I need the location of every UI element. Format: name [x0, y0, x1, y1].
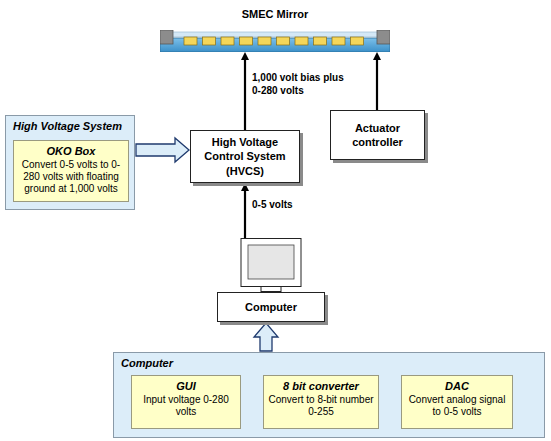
edge-label: 1,000 volt bias plus 0-280 volts — [252, 72, 352, 97]
module-box: GUIInput voltage 0-280 volts — [131, 375, 241, 429]
monitor-bezel — [241, 239, 301, 287]
module-box: 8 bit converterConvert to 8-bit number 0… — [263, 375, 379, 429]
computer-icon: Computer — [217, 238, 325, 322]
module-title: GUI — [176, 380, 196, 393]
module-description: Convert to 8-bit number 0-255 — [268, 394, 374, 418]
monitor-drawing — [217, 238, 325, 294]
module-description: Input voltage 0-280 volts — [136, 394, 236, 418]
monitor-stand — [261, 287, 281, 292]
block-arrow — [136, 138, 189, 162]
block-arrow-shape — [254, 323, 278, 351]
mirror-illustration: SMEC Mirror — [160, 30, 390, 52]
signal-arrow — [373, 52, 381, 110]
edge-label: 0-5 volts — [252, 199, 332, 212]
process-box: High Voltage Control System (HVCS) — [190, 130, 300, 183]
module-title: OKO Box — [47, 145, 96, 158]
box-label: Actuator controller — [335, 121, 420, 150]
signal-arrow — [241, 52, 249, 130]
module-box: DACConvert analog signal to 0-5 volts — [401, 375, 513, 429]
actuator-pad — [203, 37, 216, 45]
module-title: 8 bit converter — [283, 380, 359, 393]
heading-text: High Voltage System — [13, 120, 122, 132]
actuator-pad — [240, 37, 253, 45]
mirror-support — [160, 30, 173, 44]
arrow-head — [241, 52, 249, 60]
heading-text: Computer — [121, 357, 173, 369]
module-description: Convert 0-5 volts to 0-280 volts with fl… — [18, 159, 124, 195]
module-description: Convert analog signal to 0-5 volts — [406, 394, 508, 418]
mirror-membrane — [172, 32, 378, 37]
mirror-support — [377, 30, 390, 44]
block-arrow — [254, 323, 278, 351]
actuator-pad — [295, 37, 308, 45]
module-title: DAC — [445, 380, 469, 393]
monitor-screen — [248, 245, 294, 279]
actuator-pad — [258, 37, 271, 45]
actuator-pad — [184, 37, 197, 45]
actuator-pad — [314, 37, 327, 45]
actuator-pad — [351, 37, 364, 45]
actuator-pad — [332, 37, 345, 45]
system-panel: ComputerGUIInput voltage 0-280 volts8 bi… — [113, 352, 545, 438]
mirror-substrate — [160, 38, 390, 52]
actuator-pad — [221, 37, 234, 45]
signal-arrow — [241, 183, 249, 238]
connector-line — [244, 59, 246, 130]
arrow-head — [373, 52, 381, 60]
module-box: OKO BoxConvert 0-5 volts to 0-280 volts … — [13, 140, 129, 202]
block-arrow-shape — [136, 138, 189, 162]
computer-base-label: Computer — [217, 292, 325, 322]
connector-line — [244, 190, 246, 238]
connector-line — [376, 59, 378, 110]
actuator-pad — [277, 37, 290, 45]
system-panel: High Voltage SystemOKO BoxConvert 0-5 vo… — [5, 115, 135, 210]
mirror-drawing — [160, 30, 390, 52]
arrow-head — [241, 183, 249, 191]
heading-text: SMEC Mirror — [160, 8, 390, 20]
box-label: High Voltage Control System (HVCS) — [195, 135, 295, 178]
process-box: Actuator controller — [330, 110, 425, 160]
